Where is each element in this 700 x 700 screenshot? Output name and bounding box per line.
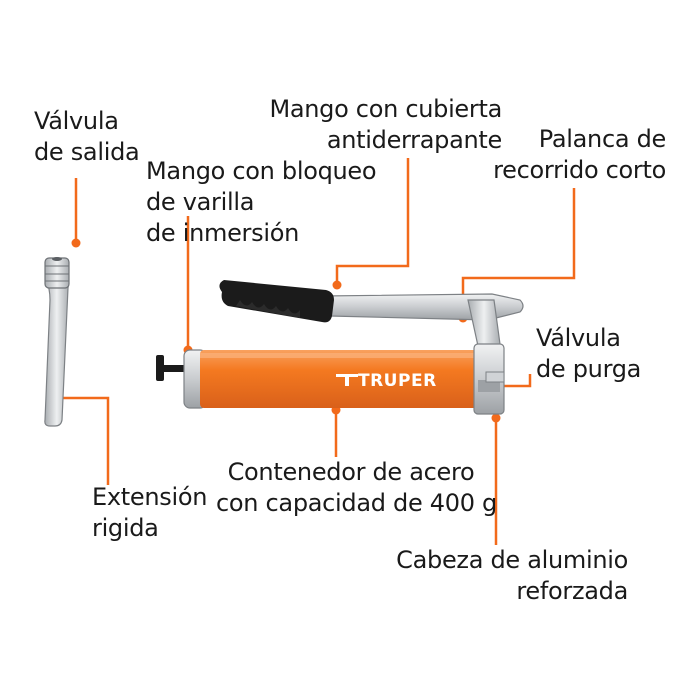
leader-mango-cubierta	[335, 158, 410, 285]
label-extension: Extensión rigida	[92, 482, 207, 544]
label-mango-bloqueo: Mango con bloqueo de varilla de inmersió…	[146, 156, 377, 249]
label-line: Palanca de	[538, 125, 667, 153]
label-line: Mango con bloqueo	[146, 157, 377, 185]
label-line: Válvula	[536, 324, 621, 352]
label-line: Cabeza de aluminio	[396, 546, 628, 574]
leader-dot-valvula-salida	[71, 238, 81, 248]
label-contenedor: Contenedor de acero con capacidad de 400…	[216, 457, 497, 519]
brand-name: TRUPER	[358, 371, 437, 391]
label-line: recorrido corto	[493, 156, 666, 184]
leader-dot-mango-cubierta	[332, 280, 342, 290]
label-line: de purga	[536, 355, 642, 383]
extension-nozzle-image	[44, 257, 70, 427]
label-line: de salida	[34, 138, 140, 166]
label-line: Extensión	[92, 483, 208, 511]
grease-gun-image: TRUPER	[156, 280, 524, 415]
leader-valvula-purga	[494, 374, 532, 388]
label-palanca: Palanca de recorrido corto	[493, 124, 666, 186]
label-line: rigida	[92, 514, 159, 542]
label-valvula-salida: Válvula de salida	[34, 106, 140, 168]
label-line: reforzada	[516, 577, 628, 605]
label-line: antiderrapante	[326, 126, 502, 154]
label-cabeza: Cabeza de aluminio reforzada	[396, 545, 628, 607]
label-valvula-purga: Válvula de purga	[536, 323, 641, 385]
label-mango-cubierta: Mango con cubierta antiderrapante	[269, 94, 502, 156]
label-line: de varilla	[146, 188, 255, 216]
label-line: de inmersión	[146, 219, 299, 247]
label-line: Válvula	[34, 107, 119, 135]
label-line: Contenedor de acero	[227, 458, 475, 486]
label-line: con capacidad de 400 g	[216, 489, 497, 517]
truper-logo-icon: TRUPER	[336, 371, 437, 391]
leader-dot-cabeza	[491, 413, 501, 423]
leader-extension	[55, 396, 110, 485]
label-line: Mango con cubierta	[269, 95, 502, 123]
